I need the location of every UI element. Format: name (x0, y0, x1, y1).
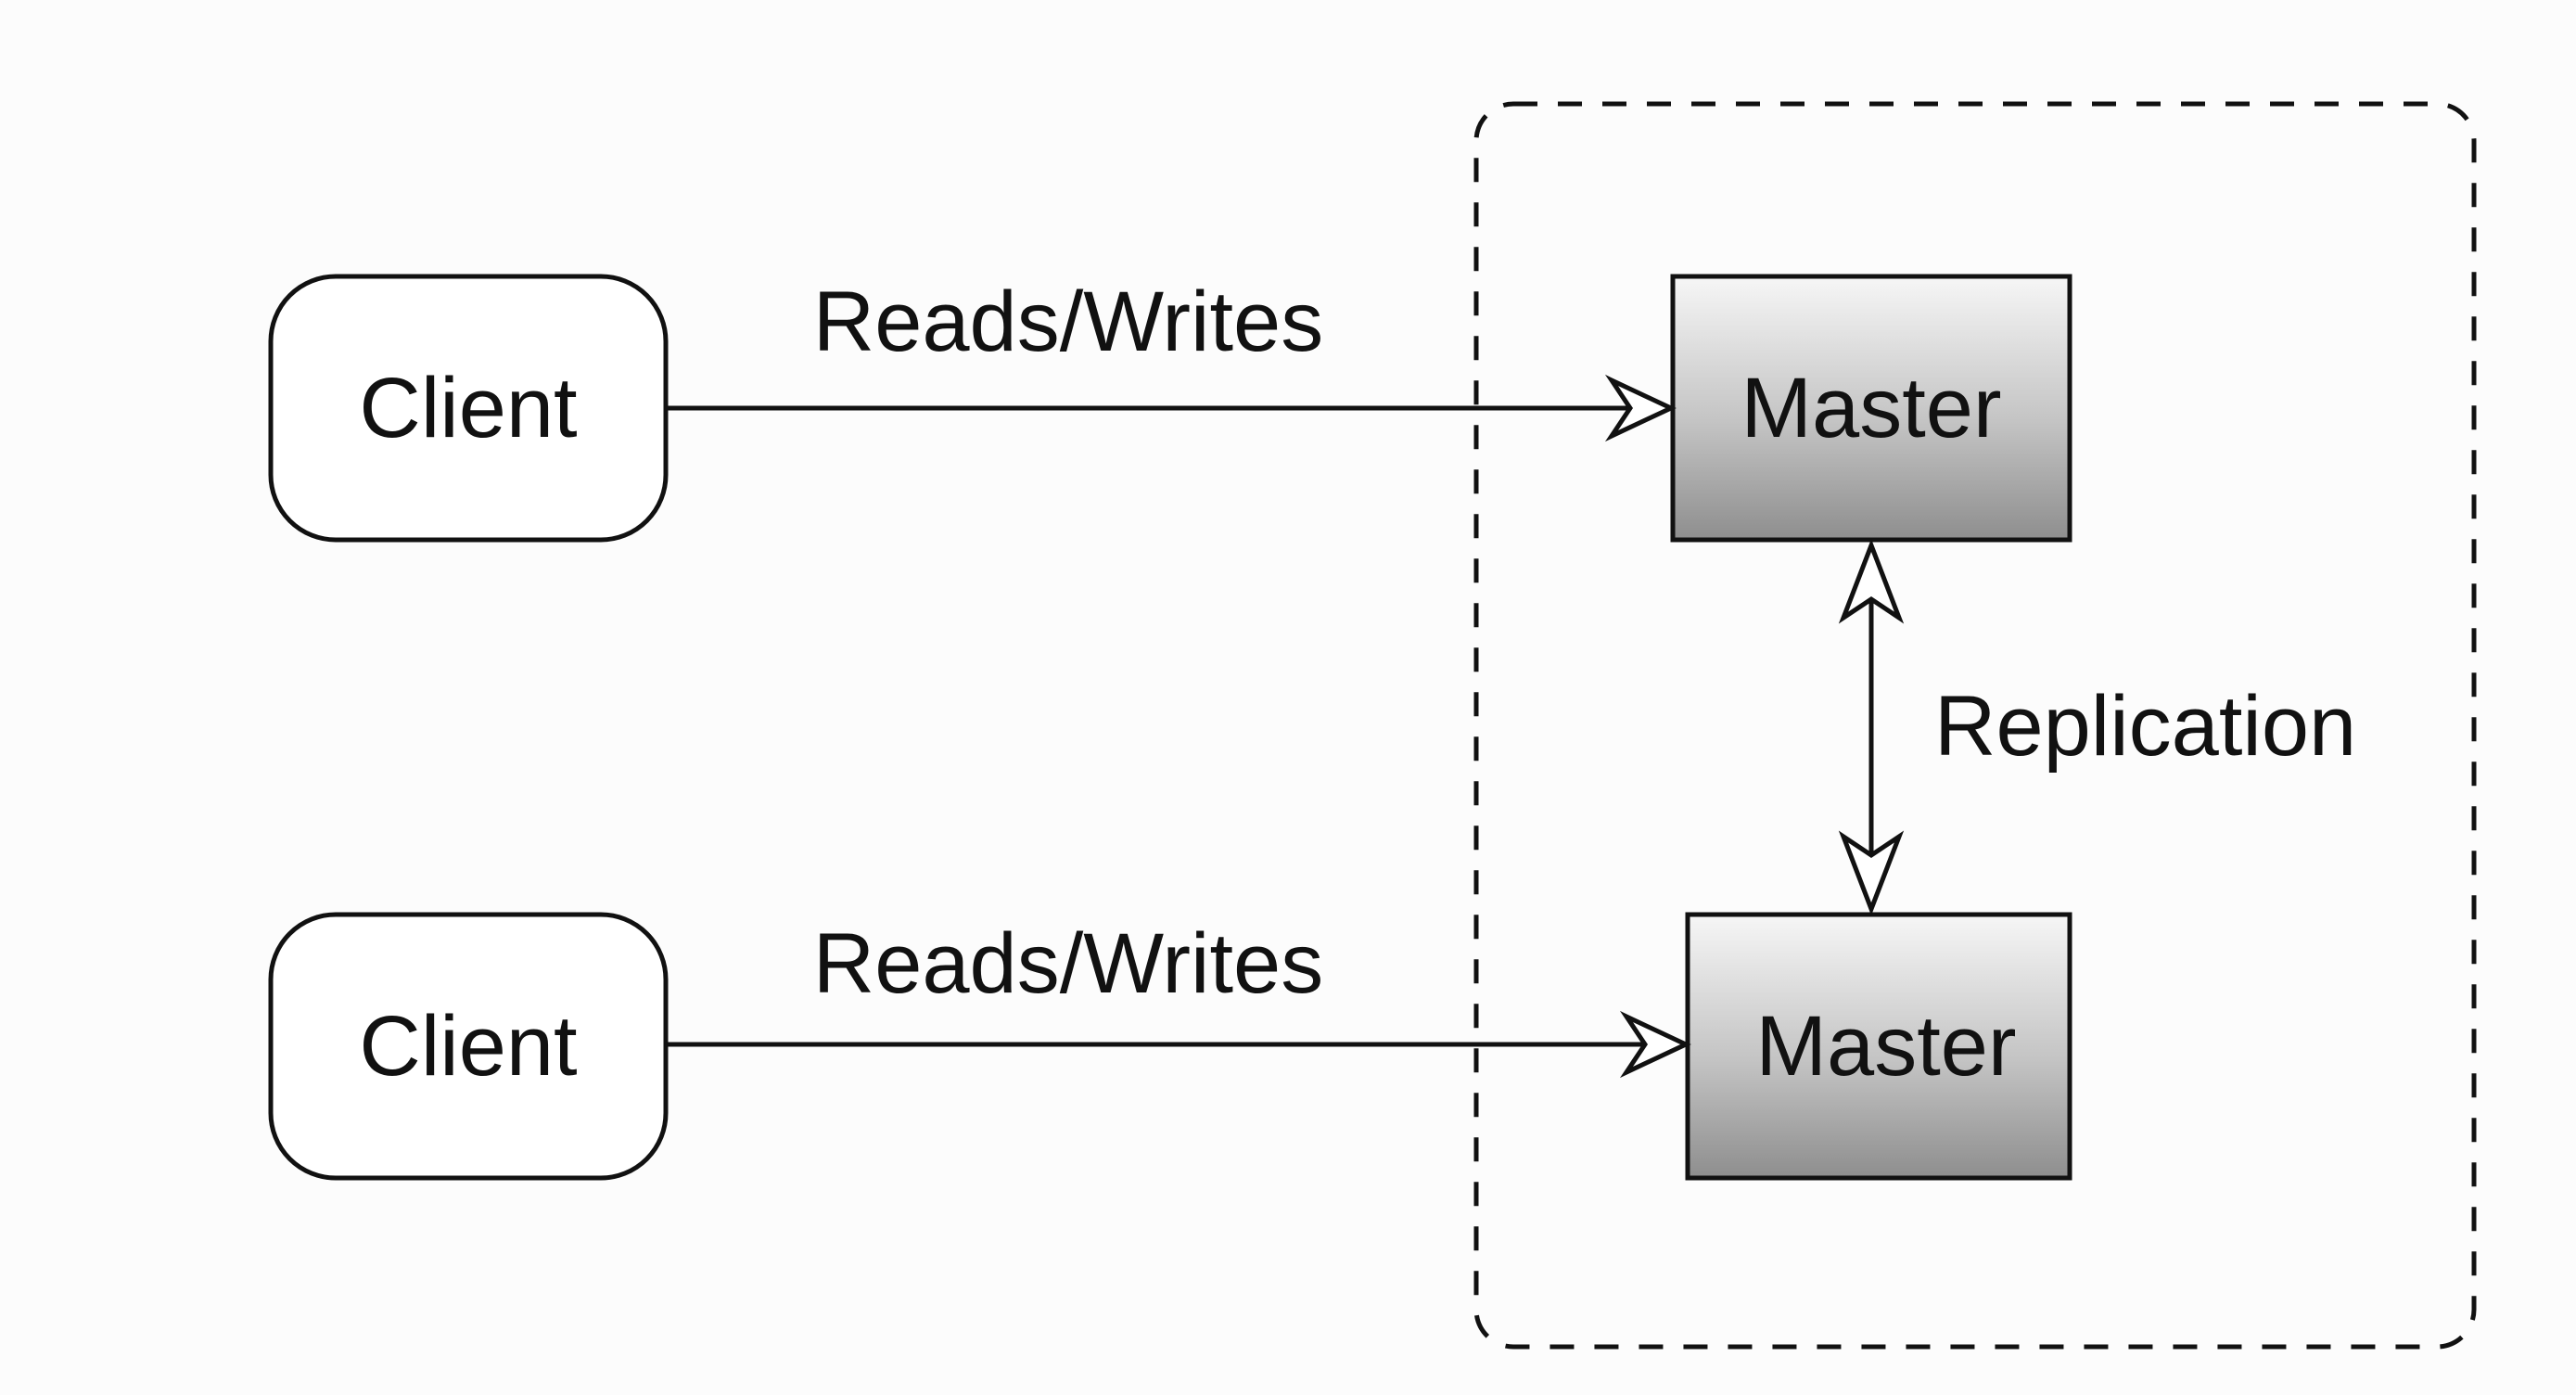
master-label: Master (1741, 361, 2001, 455)
client-node-bottom[interactable]: Client (268, 912, 669, 1181)
client-node-top[interactable]: Client (268, 274, 669, 543)
edge-label: Reads/Writes (813, 275, 1323, 369)
client-label: Client (359, 999, 577, 1094)
replication-arrow: Replication (1838, 539, 2356, 915)
arrowhead-icon (1619, 1010, 1691, 1079)
master-node-top[interactable]: Master (1670, 274, 2072, 543)
reads-writes-arrow-bottom: Reads/Writes (666, 916, 1691, 1079)
cluster-boundary (1473, 101, 2477, 1350)
client-label: Client (359, 361, 577, 455)
edge-label: Reads/Writes (813, 916, 1323, 1011)
master-node-bottom[interactable]: Master (1685, 912, 2072, 1181)
master-label: Master (1755, 999, 2016, 1094)
master-box (1685, 912, 2072, 1181)
reads-writes-arrow-top: Reads/Writes (666, 275, 1677, 442)
arrowhead-up-icon (1838, 539, 1905, 624)
arrowhead-icon (1604, 374, 1677, 442)
master-box (1670, 274, 2072, 543)
arrowhead-down-icon (1838, 830, 1905, 915)
edge-label: Replication (1934, 679, 2356, 774)
